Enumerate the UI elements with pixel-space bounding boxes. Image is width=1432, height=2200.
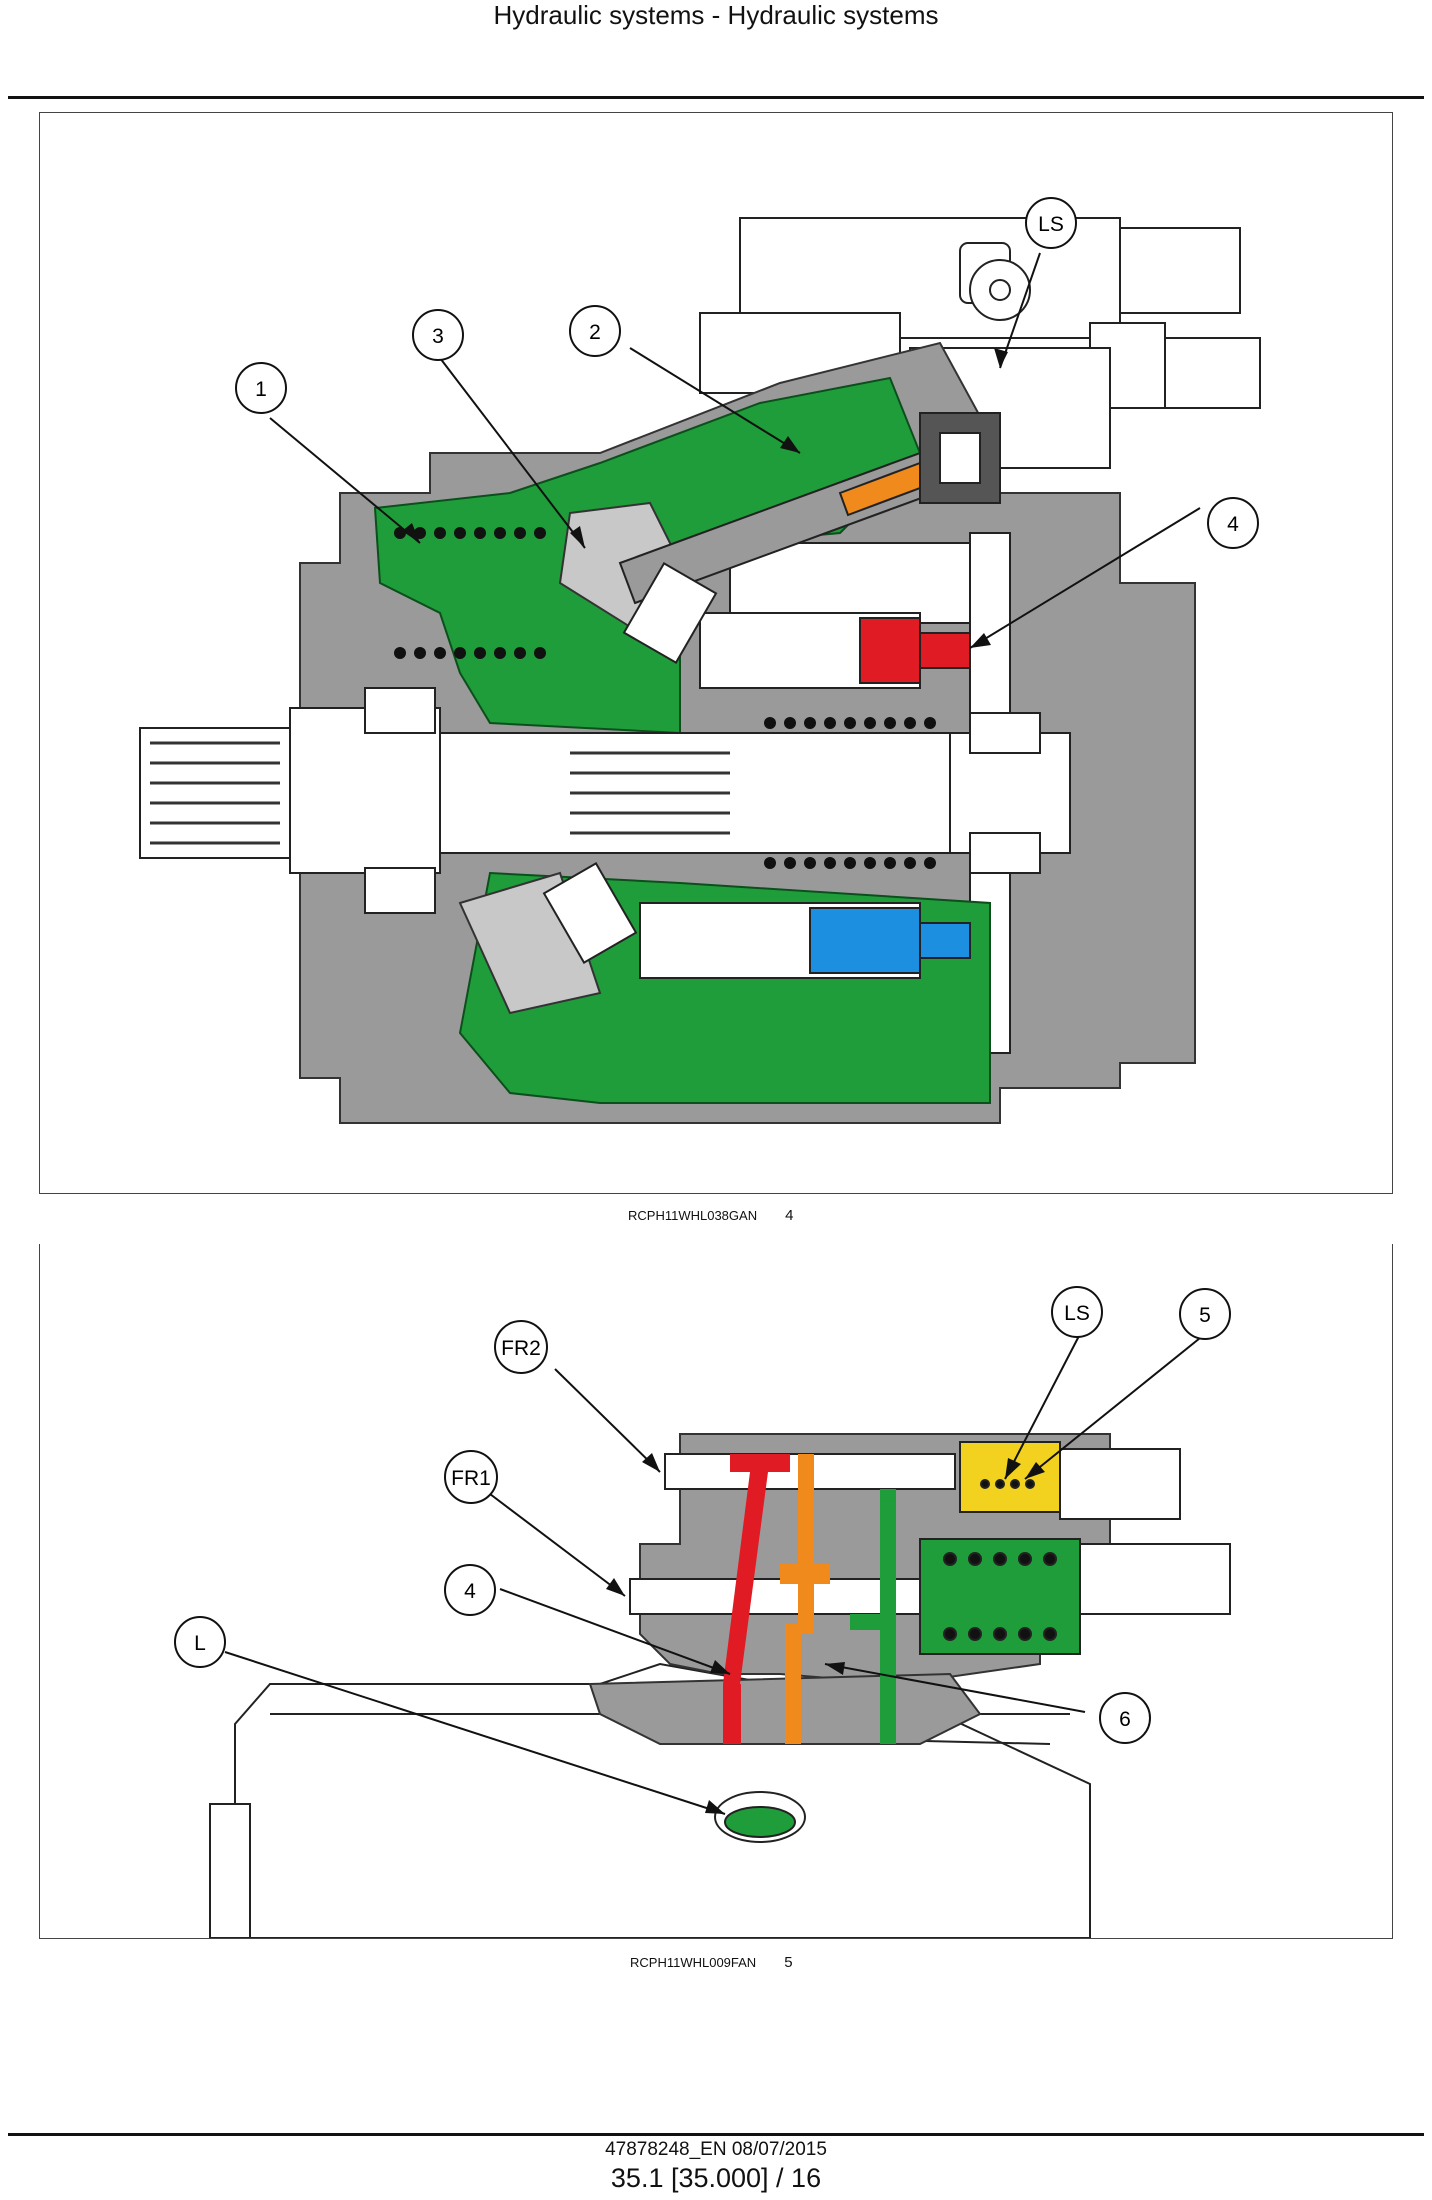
- callout-5: 5: [1024, 1288, 1231, 1480]
- valve-block-illustration: LS 5 FR2 FR1 4: [174, 1286, 1231, 1938]
- callout-4: 4: [969, 497, 1259, 649]
- drive-shaft: [139, 707, 1071, 874]
- callout-2-label: 2: [589, 321, 601, 344]
- callout-4: 4: [444, 1564, 731, 1675]
- callout-1-label: 1: [255, 378, 267, 401]
- shaft-splines: [150, 741, 730, 845]
- control-piston: [618, 412, 1001, 605]
- figure-valve-block: LS 5 FR2 FR1 4: [39, 1244, 1393, 1939]
- drain-port-l: [714, 1791, 806, 1843]
- figure-4-caption-number: 4: [785, 1207, 794, 1224]
- footer-rule: [8, 2133, 1424, 2136]
- callout-1: 1: [235, 362, 421, 544]
- callout-fr1-label: FR1: [451, 1467, 491, 1490]
- ls-cartridge: [959, 1441, 1061, 1513]
- figure-4-caption-code: RCPH11WHL038GAN: [628, 1208, 758, 1223]
- callout-6-label: 6: [1119, 1708, 1131, 1731]
- callout-ls: LS: [994, 197, 1077, 369]
- fr-spring: [919, 1538, 1081, 1655]
- callout-2: 2: [569, 305, 801, 454]
- callout-6: 6: [824, 1662, 1151, 1744]
- orange-passage: [780, 1454, 830, 1744]
- callout-ls-label: LS: [1038, 213, 1064, 236]
- callout-fr1: FR1: [444, 1450, 626, 1597]
- upper-piston: [699, 612, 971, 689]
- callout-5-label: 5: [1199, 1304, 1211, 1327]
- callout-l-label: L: [194, 1632, 206, 1655]
- green-passage: [850, 1489, 896, 1744]
- callout-l: L: [174, 1616, 726, 1815]
- figure-5-caption-code: RCPH11WHL009FAN: [630, 1955, 757, 1970]
- header-rule: [8, 96, 1424, 99]
- figure-4-caption: RCPH11WHL038GAN 4: [628, 1207, 793, 1224]
- callout-fr2-label: FR2: [501, 1337, 541, 1360]
- footer-page-reference: 35.1 [35.000] / 16: [610, 2163, 822, 2193]
- figure-5-caption-number: 5: [784, 1954, 793, 1971]
- pump-cross-section-illustration: LS 1 2 3 4: [139, 197, 1261, 1124]
- footer-doc-reference: 47878248_EN 08/07/2015: [605, 2139, 827, 2160]
- callout-fr2: FR2: [494, 1320, 661, 1473]
- lower-piston: [639, 902, 971, 979]
- springs: [394, 527, 936, 869]
- callout-4-label: 4: [464, 1580, 476, 1603]
- callout-3-label: 3: [432, 325, 444, 348]
- red-passage: [723, 1454, 790, 1744]
- page-header-title: Hydraulic systems - Hydraulic systems: [493, 0, 939, 30]
- callout-ls-label: LS: [1064, 1302, 1090, 1325]
- figure-5-caption: RCPH11WHL009FAN 5: [630, 1954, 793, 1971]
- callout-3: 3: [412, 309, 586, 549]
- callout-4-label: 4: [1227, 513, 1239, 536]
- bearings: [364, 561, 1041, 965]
- callout-ls: LS: [1004, 1286, 1103, 1480]
- figure-pump-cross-section: LS 1 2 3 4: [39, 112, 1393, 1194]
